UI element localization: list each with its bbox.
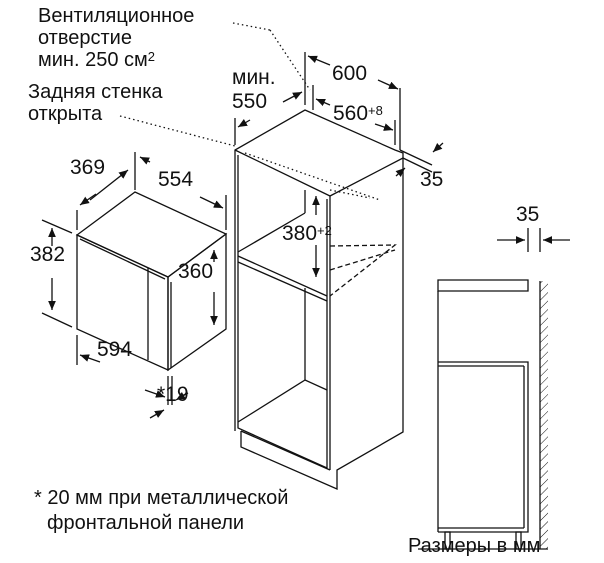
microwave-outline [75,191,228,372]
dim-device-height: 382 [30,243,66,266]
min-label: мин. [232,66,276,89]
dim-side-thickness: 35 [420,168,444,191]
dim-device-width: 594 [97,338,133,361]
dim-cabinet-width: 600 [332,62,368,85]
niche-height-tol: +2 [317,223,332,238]
vent-label-line3: мин. 250 см2 [38,49,155,71]
vent-area: мин. 250 см [38,49,148,71]
dim-niche-height: 380+2 [282,222,332,245]
rear-wall-label-line1: Задняя стенка [28,81,163,103]
dim-device-body-height: 360 [178,260,214,283]
leader-lines [119,22,381,201]
footnote-line2: фронтальной панели [47,512,245,534]
vent-label-line1: Вентиляционное [38,5,195,27]
dim-wall-gap: 35 [516,203,540,226]
cabinet-dimension-lines [234,52,444,277]
niche-width-tol: +8 [368,103,383,118]
vent-area-sup: 2 [147,49,155,64]
footnote-line1: * 20 мм при металлической [34,487,289,509]
microwave-dimension-lines [41,152,227,419]
niche-height-value: 380 [282,222,318,245]
dim-niche-width: 560+8 [333,102,383,125]
side-view [418,228,570,550]
dim-min-depth: 550 [232,90,268,113]
niche-width-value: 560 [333,102,369,125]
cabinet-outline [234,109,404,490]
units-note: Размеры в мм [408,535,541,557]
dim-front-offset: *19 [157,383,189,406]
vent-label-line2: отверстие [38,27,132,49]
rear-wall-label-line2: открыта [28,103,103,125]
dim-device-body-width: 554 [158,168,194,191]
dim-device-depth: 369 [70,156,106,179]
